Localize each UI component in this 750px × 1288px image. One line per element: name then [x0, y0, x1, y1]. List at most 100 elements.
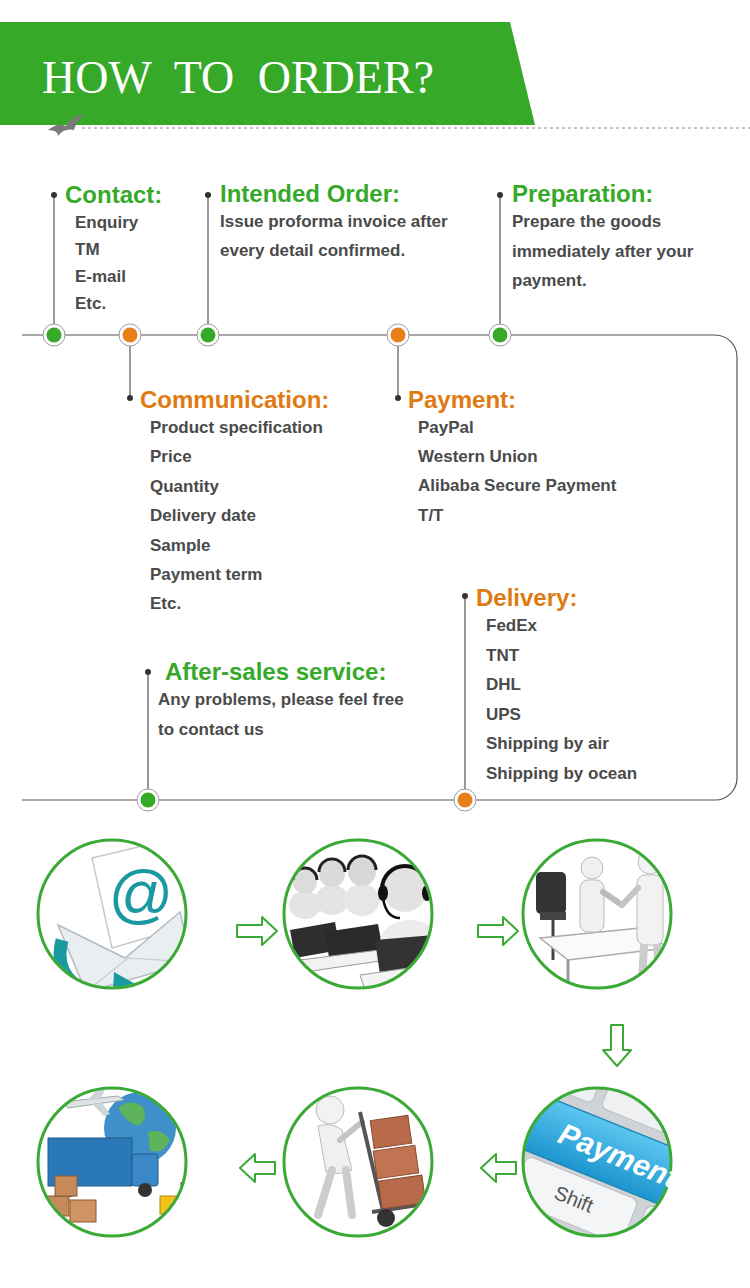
bullet-dots — [51, 192, 57, 198]
handshake-icon — [642, 944, 644, 985]
step-heading: Contact: — [65, 181, 162, 209]
title-banner — [0, 22, 535, 125]
handshake-icon — [523, 840, 671, 988]
picture-label: @ — [109, 862, 174, 926]
handshake-icon — [540, 912, 566, 920]
bullet-dots — [395, 395, 401, 401]
timeline-step: Intended Order:Issue proforma invoice af… — [220, 181, 461, 265]
leader-lines — [147, 672, 148, 789]
step-detail: Product specification — [150, 413, 329, 442]
step-detail: TM — [75, 236, 162, 263]
step-heading: Delivery: — [476, 584, 637, 611]
step-detail: TNT — [486, 641, 637, 671]
shipping-icon — [70, 1200, 96, 1222]
flow-arrows — [478, 917, 518, 945]
step-detail: Etc. — [75, 290, 162, 317]
hand-truck-icon — [340, 1122, 362, 1140]
timeline-dots — [141, 793, 156, 808]
payment-key-icon — [445, 1064, 532, 1144]
timeline-dots — [391, 328, 406, 343]
step-detail: Shipping by ocean — [486, 759, 637, 789]
shipping-icon — [132, 1154, 158, 1186]
support-team-icon — [348, 856, 376, 870]
hand-truck-icon — [346, 1170, 352, 1215]
email-icon — [38, 840, 186, 988]
email-icon — [112, 972, 146, 1010]
step-detail: Alibaba Secure Payment — [418, 471, 616, 500]
support-team-icon — [315, 885, 349, 915]
hand-truck-icon — [318, 1170, 332, 1215]
timeline-dots — [43, 324, 65, 346]
handshake-icon — [661, 950, 664, 985]
timeline-dots — [489, 324, 511, 346]
timeline-step: Delivery:FedExTNTDHLUPSShipping by airSh… — [476, 584, 637, 789]
timeline-step: Payment:PayPalWestern UnionAlibaba Secur… — [408, 386, 616, 530]
handshake-icon — [580, 880, 604, 932]
timeline-dots — [201, 328, 216, 343]
bullet-dots — [497, 192, 503, 198]
timeline-dots — [119, 324, 141, 346]
timeline-dots — [387, 324, 409, 346]
bullet-dots — [462, 593, 468, 599]
step-heading: Preparation: — [512, 181, 717, 207]
support-team-icon — [383, 898, 400, 918]
title-banner — [0, 22, 535, 125]
step-detail: Any problems, please feel free to contac… — [158, 685, 413, 745]
shipping-icon — [38, 1086, 186, 1236]
shipping-icon — [38, 1088, 186, 1236]
handshake-icon — [637, 875, 663, 945]
shipping-icon — [38, 1088, 186, 1236]
step-detail: Payment term — [150, 560, 329, 589]
timeline-dots — [458, 793, 473, 808]
support-team-icon — [284, 840, 432, 988]
flow-arrows — [603, 1025, 631, 1066]
email-icon — [58, 840, 192, 1010]
bullet-dots — [205, 192, 211, 198]
flow-arrows — [237, 917, 277, 945]
payment-key-icon — [675, 1091, 750, 1164]
timeline-step: Contact:EnquiryTME-mailEtc. — [65, 181, 162, 317]
shipping-icon — [92, 1103, 110, 1116]
hand-truck-icon — [284, 1088, 432, 1236]
timeline-step: Communication:Product specificationPrice… — [140, 386, 329, 619]
timeline-dots — [493, 328, 508, 343]
step-heading: Payment: — [408, 386, 616, 413]
step-detail: Issue proforma invoice after every detai… — [220, 207, 461, 265]
step-detail: Sample — [150, 531, 329, 560]
email-icon — [38, 840, 192, 1010]
flow-arrows — [481, 1154, 516, 1182]
hand-truck-icon — [284, 1088, 432, 1236]
step-detail: DHL — [486, 670, 637, 700]
handshake-icon — [523, 840, 671, 988]
handshake-icon — [567, 960, 570, 990]
bird-icon — [48, 114, 84, 136]
timeline-dots — [123, 328, 138, 343]
shipping-icon — [118, 1102, 145, 1126]
bullet-dots — [127, 395, 133, 401]
payment-key-icon — [426, 1009, 750, 1275]
step-heading: Intended Order: — [220, 181, 461, 207]
step-heading: Communication: — [140, 386, 329, 413]
shipping-icon — [138, 1183, 152, 1197]
leader-lines — [397, 346, 398, 398]
dashed-rule — [82, 128, 750, 129]
flow-arrows — [240, 1154, 275, 1182]
handshake-icon — [523, 840, 671, 990]
leader-lines — [129, 346, 130, 398]
step-detail: Quantity — [150, 472, 329, 501]
step-detail: PayPal — [418, 413, 616, 442]
step-detail: Western Union — [418, 442, 616, 471]
timeline — [22, 335, 737, 800]
hand-truck-icon — [316, 1096, 426, 1227]
timeline-step: After-sales service:Any problems, please… — [158, 659, 413, 745]
payment-key-icon — [426, 1009, 750, 1275]
handshake-icon — [622, 888, 638, 905]
step-detail: E-mail — [75, 263, 162, 290]
step-detail: Delivery date — [150, 501, 329, 530]
payment-key-icon — [630, 1204, 713, 1275]
step-detail: Shipping by air — [486, 729, 637, 759]
timeline-dots — [197, 324, 219, 346]
step-detail: FedEx — [486, 611, 637, 641]
support-team-icon — [319, 859, 345, 872]
